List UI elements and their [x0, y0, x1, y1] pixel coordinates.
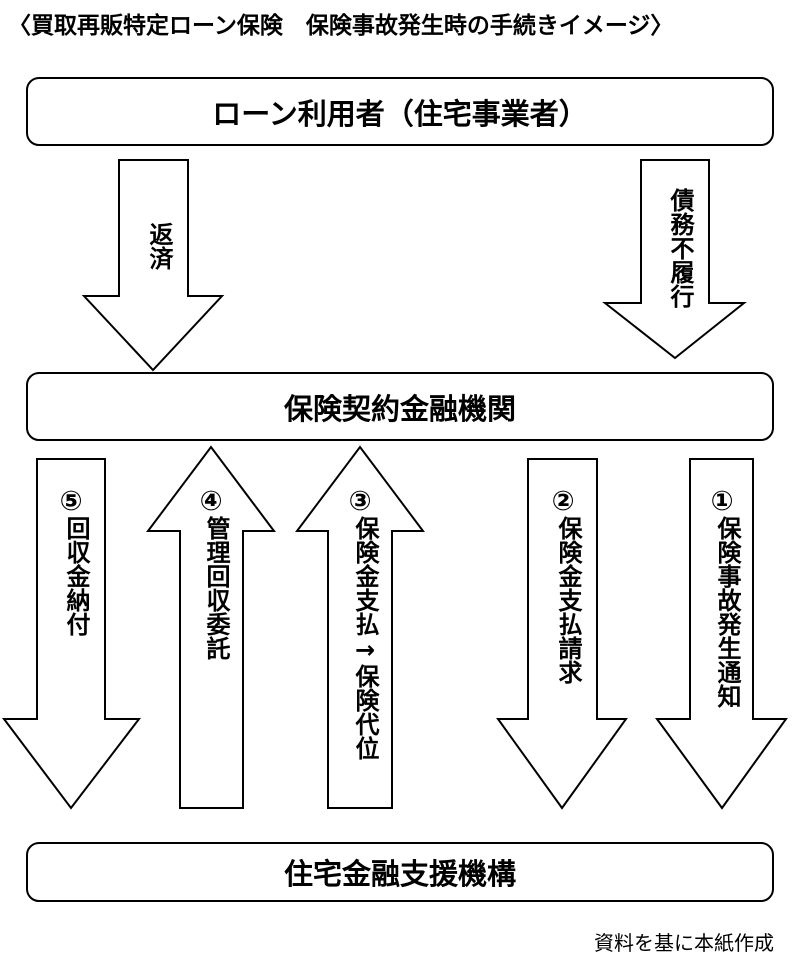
step3-number: ③: [348, 486, 372, 517]
step1-arrow: [655, 458, 788, 810]
step2-arrow: [496, 458, 628, 810]
repayment-label: 返済: [145, 222, 173, 270]
repayment-arrow: [81, 159, 225, 372]
step5-arrow: [1, 458, 142, 810]
step1-label: 保険事故発生通知: [713, 516, 741, 708]
step5-label: 回収金納付: [62, 516, 90, 636]
step2-label: 保険金支払請求: [554, 516, 582, 684]
financial-institution-box: 保険契約金融機関: [26, 372, 774, 441]
step5-number: ⑤: [59, 486, 83, 517]
default-label: 債務不履行: [666, 188, 694, 308]
source-note: 資料を基に本紙作成: [594, 931, 774, 955]
step4-number: ④: [199, 486, 223, 517]
step1-number: ①: [710, 486, 734, 517]
loan-user-box: ローン利用者（住宅事業者）: [26, 77, 774, 146]
step3-arrow: [295, 445, 425, 809]
housing-finance-agency-box: 住宅金融支援機構: [26, 842, 774, 902]
step3-label: 保険金支払→保険代位: [351, 516, 379, 760]
default-arrow: [602, 159, 747, 360]
step4-label: 管理回収委託: [202, 516, 230, 660]
diagram-title: 〈買取再販特定ローン保険 保険事故発生時の手続きイメージ〉: [8, 13, 674, 39]
step2-number: ②: [551, 486, 575, 517]
step4-arrow: [146, 445, 276, 809]
